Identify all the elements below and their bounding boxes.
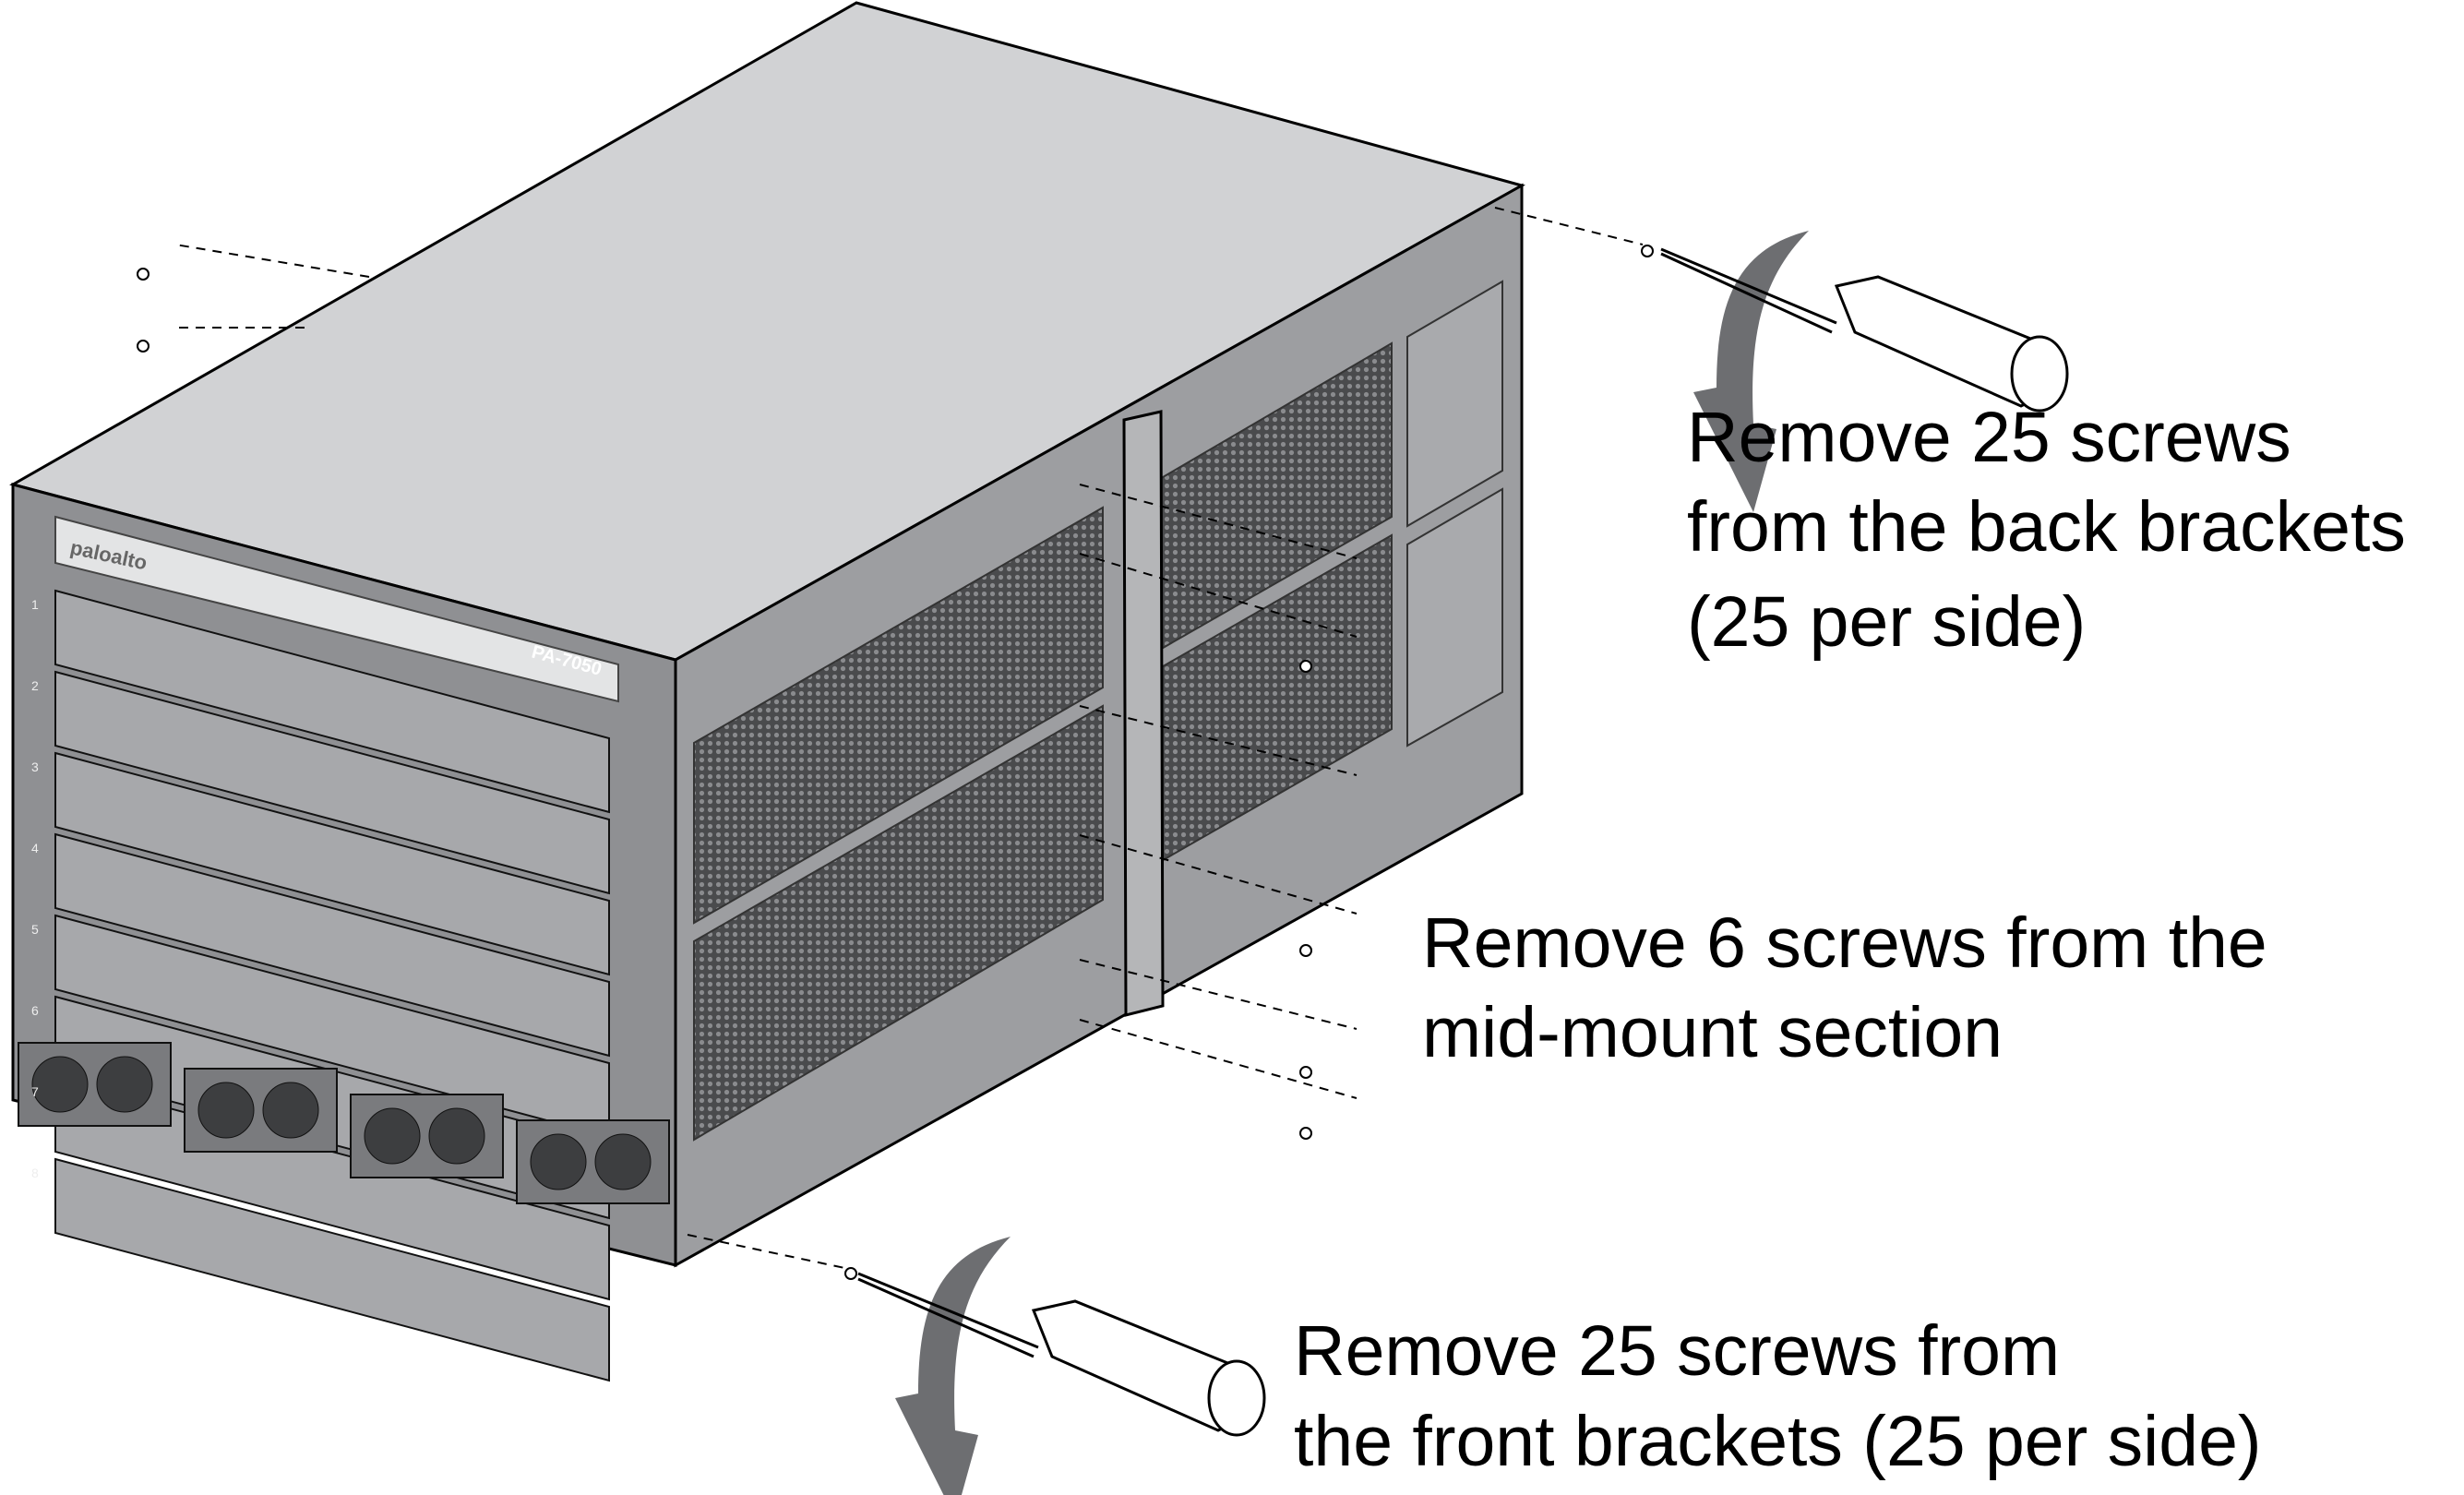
callout-line: from the back brackets: [1687, 487, 2406, 567]
slot-number: 8: [31, 1166, 39, 1180]
slot-number: 7: [31, 1084, 39, 1099]
callout-line: Remove 6 screws from the: [1422, 903, 2267, 983]
callout-line: (25 per side): [1687, 582, 2086, 662]
line-card: [54, 751, 610, 976]
callout-back-brackets: Remove 25 screws from the back brackets …: [1687, 398, 2406, 662]
slot-number-labels: 1 2 3 4 5 6 7 8: [31, 597, 39, 1180]
slot-number: 3: [31, 759, 39, 774]
slot-number: 4: [31, 841, 39, 855]
callout-line: mid-mount section: [1422, 993, 2003, 1072]
front-bezel: [54, 515, 619, 703]
slot-number: 1: [31, 597, 39, 612]
fan-icon: [530, 1133, 587, 1190]
fan-icon: [96, 1056, 153, 1113]
side-vent-mesh: [693, 506, 1104, 925]
screwdriver-icon: [1660, 231, 2069, 512]
fan-icon: [594, 1133, 652, 1190]
callout-mid-mount: Remove 6 screws from the mid-mount secti…: [1422, 903, 2267, 1072]
fan-icon: [364, 1107, 421, 1165]
line-card: [54, 589, 610, 814]
slot-number: 5: [31, 922, 39, 937]
callout-line: the front brackets (25 per side): [1294, 1402, 2262, 1481]
callout-line: Remove 25 screws from: [1294, 1311, 2060, 1391]
fan-icon: [262, 1082, 319, 1139]
callout-front-brackets: Remove 25 screws from the front brackets…: [1294, 1311, 2262, 1481]
screws: [137, 245, 1654, 1280]
line-card: [54, 670, 610, 895]
fan-icon: [31, 1056, 89, 1113]
fan-icon: [428, 1107, 485, 1165]
rotate-arrow-icon: [895, 1237, 1011, 1495]
fan-trays: [18, 1042, 670, 1204]
side-panel: [1406, 280, 1503, 528]
line-card: [54, 832, 610, 1058]
slot-number: 2: [31, 678, 39, 693]
fan-icon: [197, 1082, 255, 1139]
mid-mount-bracket: [1122, 410, 1165, 1017]
line-card: [54, 1157, 610, 1382]
callout-line: Remove 25 screws: [1687, 398, 2291, 477]
side-panel: [1406, 487, 1503, 748]
screw-guide-lines: [174, 207, 1644, 1270]
side-vent-mesh: [693, 704, 1104, 1142]
slot-number: 6: [31, 1003, 39, 1018]
screwdriver-icon: [857, 1237, 1266, 1495]
rotate-arrow-icon: [1693, 231, 1809, 512]
